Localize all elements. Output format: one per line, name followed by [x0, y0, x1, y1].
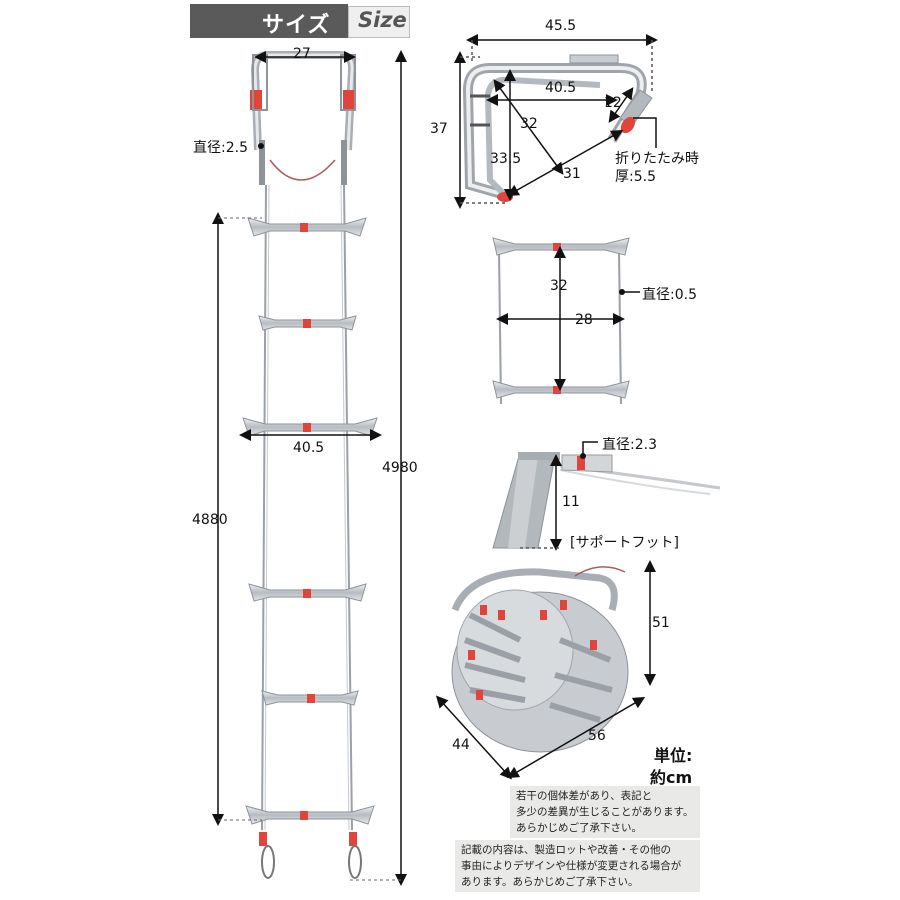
bundle-dimension-lines: [435, 560, 656, 780]
title-light-panel: [348, 6, 410, 38]
foot-diameter-label: 直径:2.3: [602, 437, 657, 453]
note-spec-change: 記載の内容は、製造ロットや改善・その他の 事由によりデザインや仕様が変更される場…: [455, 840, 700, 892]
bundle-height-label: 51: [652, 615, 670, 631]
ladder-rungs: [242, 217, 378, 825]
hook-diameter-label: 直径:2.5: [193, 140, 248, 156]
bundle-depth-label: 44: [452, 737, 470, 753]
hook-width-outer-label: 45.5: [545, 18, 577, 34]
note2-line2: 事由によりデザインや仕様が変更される場合が: [461, 860, 682, 872]
rung-detail-illustration: [492, 237, 630, 405]
folded-thickness-label: 厚:5.5: [615, 169, 656, 185]
ladder-guides: [218, 217, 401, 881]
rung-spacing-label: 32: [550, 278, 568, 294]
note1-line1: 若干の個体差があり、表記と: [516, 790, 653, 802]
hook-dimension-lines: [454, 34, 658, 209]
foot-dimension-lines: [520, 441, 598, 551]
wire-diameter-label: 直径:0.5: [642, 287, 697, 303]
size-title: サイズ Size: [190, 4, 412, 38]
hook-height-inner-label: 33.5: [490, 151, 522, 167]
title-dark-panel: [190, 4, 348, 38]
support-foot-illustration: [492, 452, 721, 549]
note2-line1: 記載の内容は、製造ロットや改善・その他の: [461, 844, 671, 856]
ladder-top-width-label: 27: [293, 46, 311, 62]
note1-line3: あらかじめご了承下さい。: [516, 822, 642, 834]
support-foot-caption: [サポートフット]: [570, 535, 679, 551]
folded-bundle-illustration: [451, 566, 629, 753]
unit-line1: 単位:: [654, 746, 693, 765]
foot-height-label: 11: [562, 494, 580, 510]
hook-tip-label: 12: [604, 95, 622, 111]
hook-height-label: 37: [430, 121, 448, 137]
note1-line2: 多少の差異が生じることがあります。: [516, 806, 694, 818]
note-variance: 若干の個体差があり、表記と 多少の差異が生じることがあります。 あらかじめご了承…: [510, 786, 700, 838]
rung-width-label: 40.5: [293, 440, 325, 456]
ladder-length-total-label: 4980: [382, 460, 418, 476]
ladder-illustration: [242, 51, 378, 879]
unit-line2: 約cm: [650, 768, 693, 787]
ladder-dimension-lines: [212, 50, 407, 886]
folded-label: 折りたたみ時: [615, 151, 699, 167]
hook-diagonal-32-label: 32: [520, 116, 538, 132]
note2-line3: あります。あらかじめご了承下さい。: [461, 876, 639, 888]
bundle-width-label: 56: [588, 728, 606, 744]
title-english: Size: [358, 8, 407, 32]
rung-detail-width-label: 28: [575, 312, 593, 328]
ladder-length-inner-label: 4880: [192, 512, 228, 528]
title-japanese: サイズ: [262, 13, 331, 38]
rung-dimension-lines: [496, 246, 640, 391]
hook-width-inner-label: 40.5: [545, 80, 577, 96]
hook-diagonal-31-label: 31: [563, 166, 581, 182]
